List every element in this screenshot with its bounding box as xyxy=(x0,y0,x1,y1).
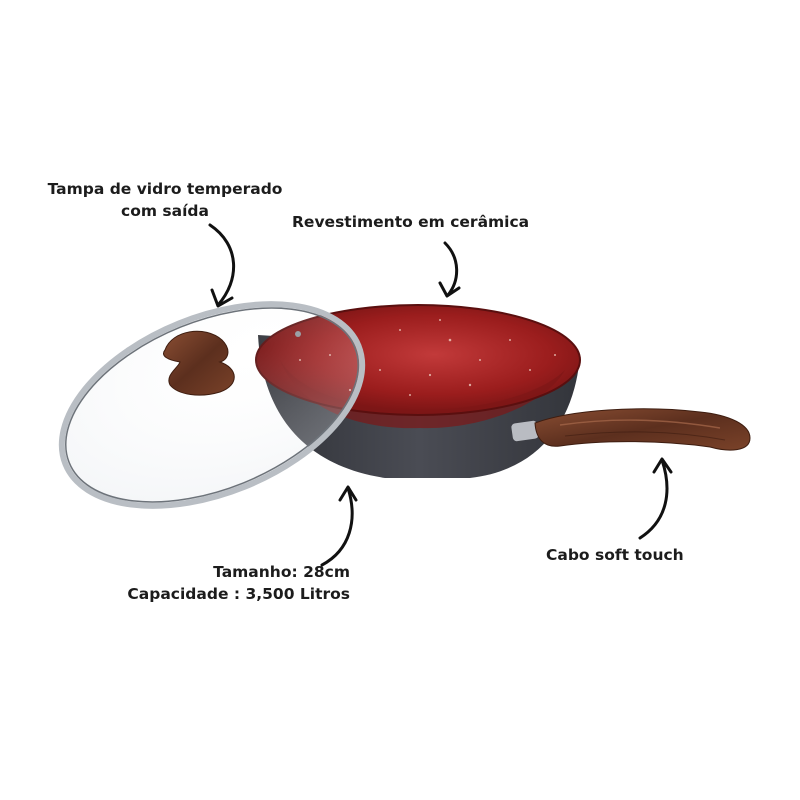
glass-lid xyxy=(58,301,366,509)
arrow-size xyxy=(320,486,354,567)
label-lid-line2: com saída xyxy=(121,202,209,220)
lid-knob xyxy=(163,330,235,396)
label-handle: Cabo soft touch xyxy=(546,546,684,564)
handle xyxy=(534,408,751,451)
handle-ferrule xyxy=(511,420,539,442)
arrow-handle xyxy=(638,458,669,540)
label-size-line1: Tamanho: 28cm xyxy=(213,563,350,581)
label-size: Tamanho: 28cm Capacidade : 3,500 Litros xyxy=(120,561,350,605)
label-size-line2: Capacidade : 3,500 Litros xyxy=(127,585,350,603)
label-lid-line1: Tampa de vidro temperado xyxy=(47,180,283,198)
label-lid: Tampa de vidro temperado com saída xyxy=(40,178,290,222)
label-coating: Revestimento em cerâmica xyxy=(292,213,530,231)
arrow-coating xyxy=(443,241,459,297)
arrow-lid xyxy=(208,223,236,307)
